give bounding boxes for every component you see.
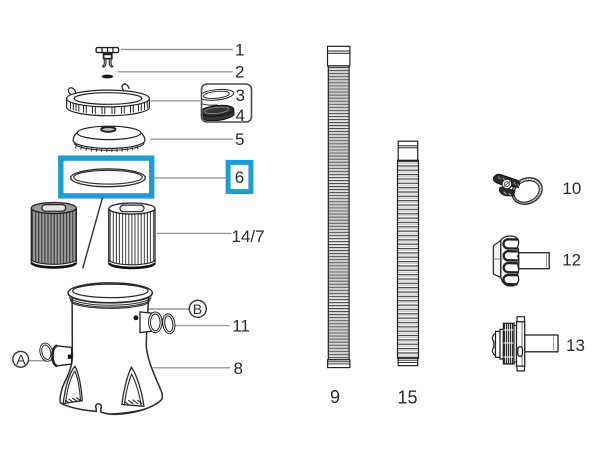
svg-text:A: A [16,351,26,367]
svg-text:13: 13 [566,336,585,355]
svg-text:6: 6 [235,168,244,187]
svg-text:15: 15 [398,388,418,408]
svg-text:8: 8 [234,359,243,378]
svg-text:5: 5 [235,130,244,149]
svg-text:10: 10 [562,179,581,198]
svg-text:B: B [193,301,202,317]
svg-text:14/7: 14/7 [232,227,265,246]
svg-text:4: 4 [236,106,245,125]
svg-text:1: 1 [235,41,244,60]
svg-text:9: 9 [330,387,340,407]
svg-text:12: 12 [562,251,581,270]
svg-text:3: 3 [236,86,245,105]
svg-text:2: 2 [235,62,244,81]
svg-text:11: 11 [232,317,250,336]
